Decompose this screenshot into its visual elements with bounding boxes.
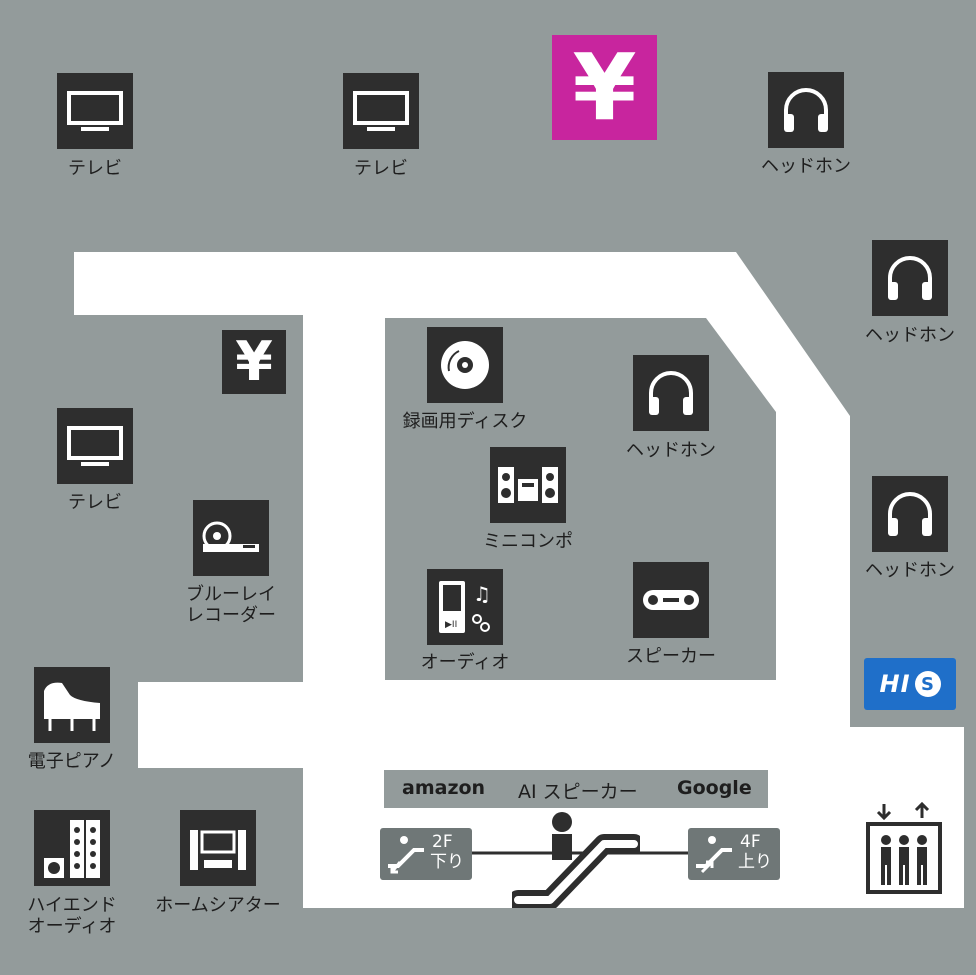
bluray-recorder-icon bbox=[193, 500, 269, 576]
escalator-down-icon bbox=[388, 836, 424, 874]
zone-label: テレビ bbox=[68, 492, 122, 513]
yen-icon[interactable]: ¥ bbox=[222, 330, 286, 394]
zone-label: ホームシアター bbox=[155, 895, 281, 916]
zone-label-line: ブルーレイ bbox=[186, 584, 276, 605]
tv-icon bbox=[57, 408, 133, 484]
escalator-down-badge[interactable]: 2F 下り bbox=[380, 828, 472, 880]
headphones-icon bbox=[872, 240, 948, 316]
amazon-label: amazon bbox=[402, 777, 486, 799]
zone-label-line: ハイエンド bbox=[27, 895, 117, 916]
tv-icon bbox=[57, 73, 133, 149]
svg-text:♫: ♫ bbox=[473, 582, 491, 606]
zone-label: 電子ピアノ bbox=[27, 751, 117, 772]
yen-glyph: ¥ bbox=[572, 33, 637, 141]
zone-label: テレビ bbox=[354, 158, 408, 179]
his-logo-text: HI bbox=[879, 670, 911, 698]
headphones-icon bbox=[768, 72, 844, 148]
zone-label: オーディオ bbox=[420, 652, 510, 673]
escalator-up-badge[interactable]: 4F 上り bbox=[688, 828, 780, 880]
tv-icon bbox=[343, 73, 419, 149]
escalator-icon[interactable] bbox=[512, 808, 640, 908]
piano-icon bbox=[34, 667, 110, 743]
escalator-direction: 下り bbox=[430, 852, 464, 872]
svg-text:▶II: ▶II bbox=[445, 620, 457, 630]
ai-speaker-label: AI スピーカー bbox=[518, 781, 638, 803]
zone-label-line: オーディオ bbox=[27, 916, 117, 937]
zone-label-line: レコーダー bbox=[186, 605, 276, 626]
audio-player-icon: ▶II ♫ bbox=[427, 569, 503, 645]
zone-label: 録画用ディスク bbox=[402, 411, 528, 432]
speaker-icon bbox=[633, 562, 709, 638]
zone-label: スピーカー bbox=[626, 646, 716, 667]
escalator-floor: 4F bbox=[740, 832, 761, 852]
google-label: Google bbox=[677, 777, 752, 799]
zone-label: ヘッドホン bbox=[865, 560, 955, 581]
disc-icon bbox=[427, 327, 503, 403]
escalator-up-icon bbox=[696, 836, 732, 874]
zone-label-multiline: ブルーレイ レコーダー bbox=[186, 584, 276, 626]
headphones-icon bbox=[872, 476, 948, 552]
zone-label-multiline: ハイエンド オーディオ bbox=[27, 895, 116, 937]
escalator-direction: 上り bbox=[738, 852, 772, 872]
zone-label: ヘッドホン bbox=[865, 325, 955, 346]
elevator-icon[interactable] bbox=[866, 800, 942, 894]
yen-icon[interactable]: ¥ bbox=[552, 35, 657, 140]
ai-speaker-bar[interactable]: amazon AI スピーカー Google bbox=[384, 770, 768, 808]
zone-label: ヘッドホン bbox=[761, 156, 851, 177]
yen-glyph: ¥ bbox=[235, 330, 273, 393]
headphones-icon bbox=[633, 355, 709, 431]
zone-label: ミニコンポ bbox=[483, 531, 573, 552]
zone-label: テレビ bbox=[68, 158, 122, 179]
escalator-floor: 2F bbox=[432, 832, 453, 852]
mini-component-icon bbox=[490, 447, 566, 523]
zone-label: ヘッドホン bbox=[626, 440, 716, 461]
his-logo-circle: S bbox=[914, 671, 941, 697]
hiend-audio-icon bbox=[34, 810, 110, 886]
his-logo-icon[interactable]: HI S bbox=[864, 658, 956, 710]
home-theater-icon bbox=[180, 810, 256, 886]
